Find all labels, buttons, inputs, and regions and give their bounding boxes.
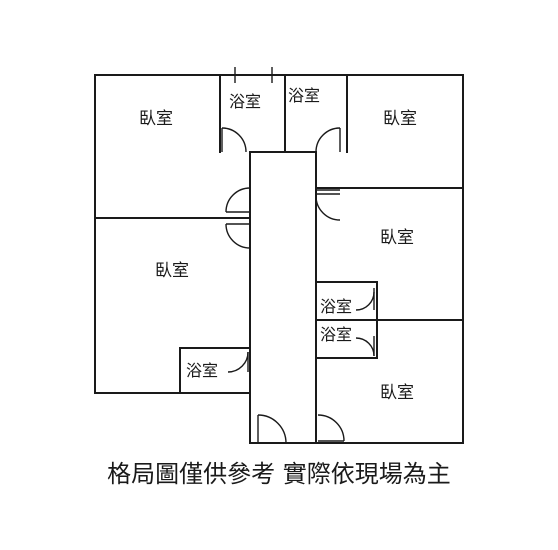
bath-label-left: 浴室 [186, 361, 218, 380]
room-label-bedroom-mid-left: 臥室 [155, 261, 189, 281]
room-label-bedroom-top-left: 臥室 [139, 109, 173, 129]
doors [221, 67, 375, 444]
bath-label-top-2: 浴室 [288, 86, 320, 105]
bath-label-right-2: 浴室 [320, 325, 352, 344]
bath-label-top-1: 浴室 [229, 92, 261, 111]
bath-label-right-1: 浴室 [320, 297, 352, 316]
room-label-bedroom-mid-right: 臥室 [380, 228, 414, 248]
floor-plan-caption: 格局圖僅供參考 實際依現場為主 [107, 460, 451, 488]
room-label-bedroom-bottom-right: 臥室 [380, 383, 414, 403]
room-label-bedroom-top-right: 臥室 [383, 109, 417, 129]
